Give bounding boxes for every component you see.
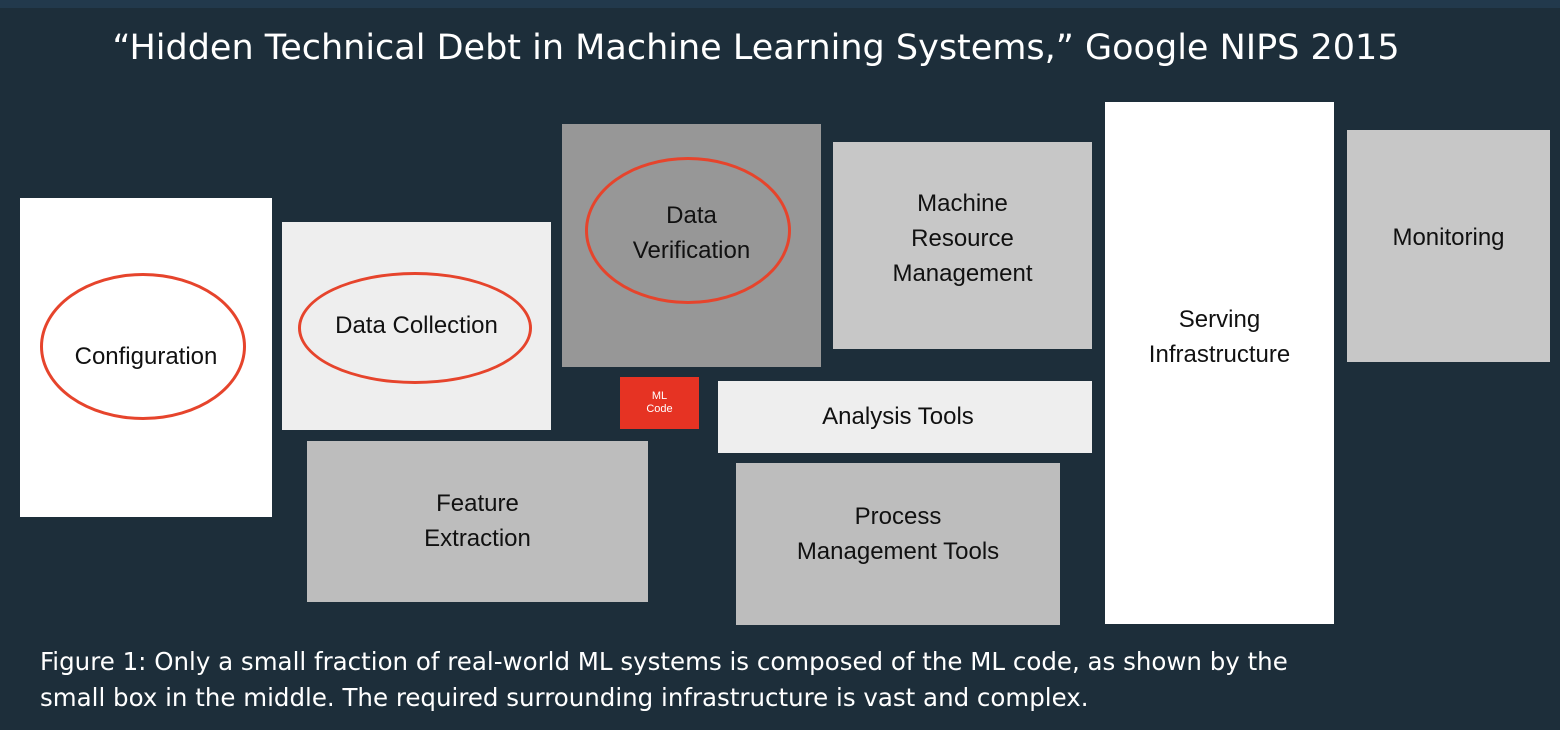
ml-code-label: ML Code bbox=[646, 389, 673, 415]
feature-extraction-label: Feature Extraction bbox=[424, 489, 531, 552]
configuration-box: Configuration bbox=[20, 198, 272, 517]
feature-extraction-box: Feature Extraction bbox=[307, 441, 648, 602]
analysis-tools-label: Analysis Tools bbox=[822, 402, 974, 430]
machine-resource-management-box: Machine Resource Management bbox=[833, 142, 1092, 349]
configuration-label: Configuration bbox=[74, 343, 218, 371]
figure-caption: Figure 1: Only a small fraction of real-… bbox=[40, 644, 1520, 716]
process-management-tools-label: Process Management Tools bbox=[796, 503, 1000, 565]
data-verification-label: Data Verification bbox=[632, 201, 751, 264]
monitoring-label: Monitoring bbox=[1392, 223, 1505, 251]
slide-title: “Hidden Technical Debt in Machine Learni… bbox=[112, 28, 1400, 68]
ml-code-box: ML Code bbox=[620, 377, 699, 429]
process-management-tools-box: Process Management Tools bbox=[736, 463, 1060, 625]
caption-line-2: small box in the middle. The required su… bbox=[40, 683, 1089, 712]
analysis-tools-box: Analysis Tools bbox=[718, 381, 1092, 453]
top-bar bbox=[0, 0, 1560, 8]
machine-resource-management-label: Machine Resource Management bbox=[892, 190, 1033, 287]
serving-infrastructure-box: Serving Infrastructure bbox=[1105, 102, 1334, 624]
serving-infrastructure-label: Serving Infrastructure bbox=[1148, 306, 1291, 368]
data-verification-box: Data Verification bbox=[562, 124, 821, 367]
monitoring-box: Monitoring bbox=[1347, 130, 1550, 362]
data-collection-label: Data Collection bbox=[335, 311, 498, 339]
data-collection-box: Data Collection bbox=[282, 222, 551, 430]
caption-line-1: Figure 1: Only a small fraction of real-… bbox=[40, 647, 1288, 676]
